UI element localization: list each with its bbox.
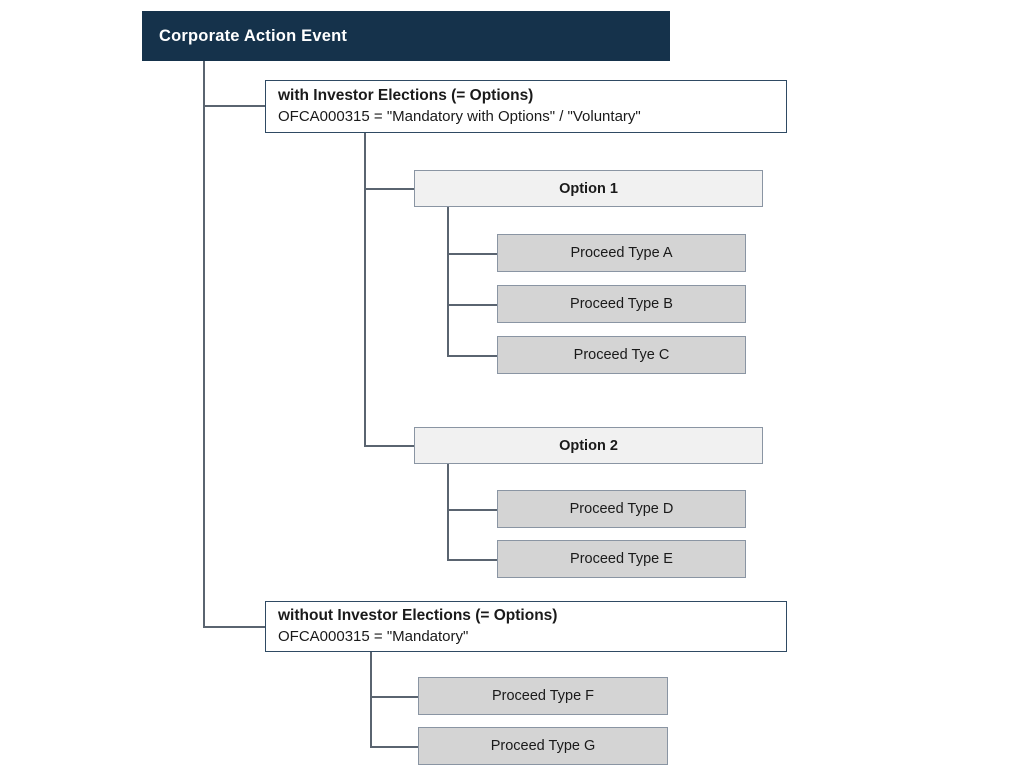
- node-proceed-type-e[interactable]: Proceed Type E: [497, 540, 746, 578]
- connector-to-proceed-e: [447, 559, 499, 561]
- node-label: Proceed Type D: [569, 501, 674, 517]
- connector-to-option-1: [364, 188, 416, 190]
- node-option-1[interactable]: Option 1: [414, 170, 763, 207]
- node-proceed-type-g[interactable]: Proceed Type G: [418, 727, 668, 765]
- node-label: Option 1: [559, 180, 618, 197]
- node-label: Proceed Type B: [570, 296, 673, 312]
- connector-without-proceed-trunk: [370, 652, 372, 747]
- node-label: Corporate Action Event: [159, 26, 348, 45]
- connector-to-proceed-g: [370, 746, 420, 748]
- node-label: Proceed Type E: [570, 551, 673, 567]
- connector-option2-proceed-trunk: [447, 464, 449, 560]
- node-proceed-type-b[interactable]: Proceed Type B: [497, 285, 746, 323]
- connector-root-trunk: [203, 61, 205, 628]
- connector-root-to-with: [203, 105, 266, 107]
- node-proceed-type-f[interactable]: Proceed Type F: [418, 677, 668, 715]
- node-proceed-type-c[interactable]: Proceed Tye C: [497, 336, 746, 374]
- node-label: Proceed Type F: [491, 688, 595, 704]
- node-label: Proceed Type A: [570, 245, 673, 261]
- connector-option1-proceed-trunk: [447, 207, 449, 356]
- node-label: Option 2: [559, 437, 618, 454]
- connector-to-proceed-b: [447, 304, 499, 306]
- node-proceed-type-a[interactable]: Proceed Type A: [497, 234, 746, 272]
- connector-option-trunk: [364, 133, 366, 446]
- node-sublabel: OFCA000315 = "Mandatory": [278, 627, 469, 645]
- connector-to-proceed-d: [447, 509, 499, 511]
- node-sublabel: OFCA000315 = "Mandatory with Options" / …: [278, 107, 641, 125]
- connector-to-proceed-a: [447, 253, 499, 255]
- connector-to-proceed-c: [447, 355, 499, 357]
- connector-to-option-2: [364, 445, 416, 447]
- node-proceed-type-d[interactable]: Proceed Type D: [497, 490, 746, 528]
- node-label: with Investor Elections (= Options): [278, 86, 534, 104]
- node-without-investor-elections[interactable]: without Investor Elections (= Options) O…: [265, 601, 787, 652]
- node-option-2[interactable]: Option 2: [414, 427, 763, 464]
- connector-root-to-without: [203, 626, 266, 628]
- node-label: Proceed Type G: [490, 738, 596, 754]
- node-label: without Investor Elections (= Options): [278, 606, 558, 624]
- node-with-investor-elections[interactable]: with Investor Elections (= Options) OFCA…: [265, 80, 787, 133]
- node-label: Proceed Tye C: [573, 347, 670, 363]
- connector-to-proceed-f: [370, 696, 420, 698]
- node-corporate-action-event[interactable]: Corporate Action Event: [142, 11, 670, 61]
